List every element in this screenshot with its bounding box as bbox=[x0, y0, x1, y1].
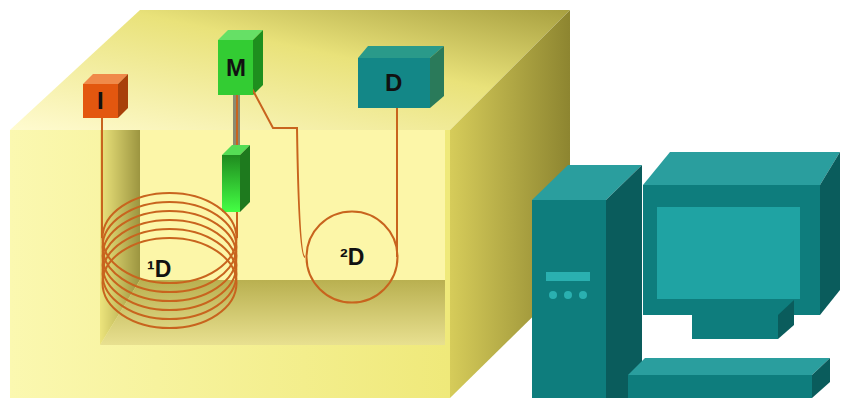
column-tube bbox=[396, 108, 398, 257]
second-column-coil: ²D bbox=[305, 210, 399, 304]
column-tube bbox=[250, 85, 305, 257]
detector-box: D bbox=[358, 58, 430, 108]
node-label: ²D bbox=[340, 246, 364, 269]
node-label: ¹D bbox=[147, 258, 171, 281]
node-label: M bbox=[226, 56, 246, 80]
column-tube bbox=[101, 118, 103, 238]
node-label: I bbox=[97, 89, 104, 113]
injector-box: I bbox=[83, 84, 118, 118]
node-label: D bbox=[385, 71, 402, 95]
first-column-coil: ¹D bbox=[101, 188, 238, 338]
modulator-box: M bbox=[218, 40, 253, 95]
